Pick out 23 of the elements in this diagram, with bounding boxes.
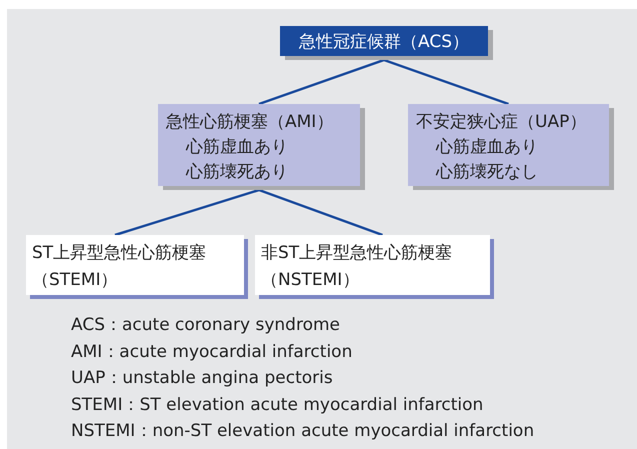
box-heading: 急性冠症候群（ACS） [299,31,469,54]
box-text: 心筋虚血あり [184,136,288,159]
box-text: 心筋壊死あり [184,161,288,184]
category-box [26,235,244,295]
connector-line [114,188,260,236]
abbreviation-note: STEMI：ST elevation acute myocardial infarction [71,394,484,416]
category-box [255,235,490,295]
box-text: 心筋壊死なし [434,161,538,184]
abbreviation-note: NSTEMI：non-ST elevation acute myocardial infarction [71,420,534,442]
abbreviation-note: UAP：unstable angina pectoris [71,367,333,389]
connector-line [384,58,509,106]
box-heading: ST上昇型急性心筋梗塞（STEMI） [32,242,208,292]
box-heading: 不安定狭心症（UAP） [416,111,586,134]
connector-line [258,58,384,106]
abbreviation-note: AMI：acute myocardial infarction [71,340,352,362]
box-heading: 急性心筋梗塞（AMI） [166,111,334,134]
category-box [280,26,488,56]
category-box [408,104,609,186]
connector-line [258,188,383,236]
box-text: 心筋虚血あり [434,136,538,159]
abbreviation-note: ACS：acute coronary syndrome [71,314,340,336]
category-box [158,104,360,186]
box-heading: 非ST上昇型急性心筋梗塞（NSTEMI） [261,242,454,292]
